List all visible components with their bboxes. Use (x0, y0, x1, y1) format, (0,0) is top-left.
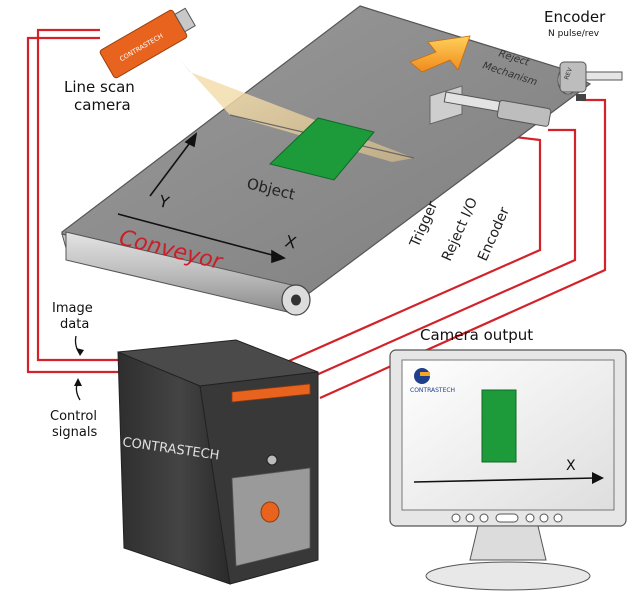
control-signals-wire (26, 36, 120, 374)
monitor: CONTRASTECH X (389, 349, 627, 591)
reject-io-label: Reject I/O (439, 195, 481, 263)
monitor-btn-6[interactable] (553, 513, 563, 523)
monitor-btn-center[interactable] (495, 513, 519, 523)
monitor-buttons (451, 513, 563, 523)
control-label-1: Control (50, 409, 97, 424)
pc-tower: CONTRASTECH (117, 339, 319, 585)
reject-io-wire (304, 128, 577, 382)
encoder-shaft (585, 71, 623, 81)
encoder-label: Encoder (544, 8, 606, 26)
monitor-object (481, 389, 517, 463)
roller-axle (291, 294, 301, 306)
monitor-btn-1[interactable] (451, 513, 461, 523)
monitor-btn-4[interactable] (525, 513, 535, 523)
camera-output-label: Camera output (420, 326, 533, 344)
line-scan-label-1: Line scan (64, 78, 135, 96)
direction-arrow-icon (409, 35, 471, 73)
camera-lens (174, 7, 196, 33)
monitor-btn-5[interactable] (539, 513, 549, 523)
encoder-sub-label: N pulse/rev (548, 29, 600, 39)
reject-mechanism (429, 85, 552, 127)
monitor-neck (469, 525, 547, 561)
monitor-base (425, 561, 591, 591)
monitor-btn-2[interactable] (465, 513, 475, 523)
monitor-axis-x-label: X (566, 458, 576, 474)
monitor-x-axis (413, 477, 597, 483)
image-data-label-2: data (60, 317, 89, 332)
control-label-2: signals (52, 425, 97, 440)
pc-power-led-icon (266, 454, 278, 466)
pc-drive-bay (231, 383, 311, 403)
monitor-btn-3[interactable] (479, 513, 489, 523)
image-data-wire (36, 28, 120, 362)
encoder: REV (559, 61, 623, 101)
image-data-label-1: Image (52, 301, 93, 316)
axis-y-label: Y (156, 191, 171, 212)
encoder-connector (576, 94, 586, 101)
reject-cylinder (496, 99, 552, 127)
encoder-wire (319, 98, 607, 400)
object-box (269, 117, 375, 181)
line-scan-label-2: camera (74, 96, 131, 114)
encoder-tag-text: REV (563, 66, 574, 81)
belt-axes (117, 132, 286, 264)
pc-power-button[interactable] (260, 501, 280, 523)
line-scan-camera: CONTRASTECH (99, 7, 196, 79)
monitor-brand-text: CONTRASTECH (410, 387, 455, 394)
axis-x-label: X (283, 231, 298, 252)
encoder-signal-label: Encoder (475, 205, 513, 264)
